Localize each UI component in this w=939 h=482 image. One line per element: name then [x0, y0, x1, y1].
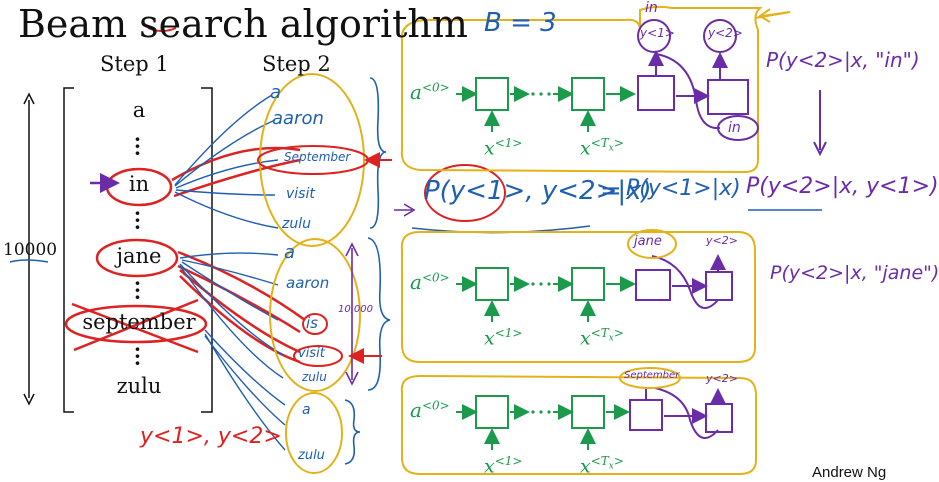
a0-label: a<0>	[410, 398, 450, 422]
step2-word: a	[270, 82, 282, 103]
xT-label: x<Tx>	[580, 136, 624, 160]
step2-word: September	[284, 150, 351, 164]
prob-in: P(y<2>|x, "in")	[766, 48, 920, 72]
vocab-word: in	[128, 172, 150, 196]
september-word: September	[624, 370, 680, 381]
slide: Beam search algorithm B = 3 Step 1 Step …	[3, 0, 939, 481]
step2-word: zulu	[298, 448, 325, 463]
rnn-row-3	[456, 395, 630, 450]
vocab-size-label: 10000	[3, 240, 58, 260]
decoder-row-3	[629, 387, 733, 439]
y2-label: y<2>	[706, 234, 738, 247]
xT-label: x<Tx>	[580, 326, 624, 350]
diagram-canvas	[9, 5, 827, 475]
author-credit: Andrew Ng	[812, 464, 887, 481]
vocab-word: a	[132, 98, 146, 122]
step2-label: Step 2	[262, 52, 331, 76]
y2-label: y<2>	[706, 372, 738, 385]
rnn-row-1	[456, 77, 636, 132]
factor-1: P(y<1>|x)	[626, 176, 741, 201]
equals-sign: =	[600, 176, 622, 206]
jane-word: jane	[634, 234, 662, 249]
step2-word: is	[306, 314, 318, 332]
joint-prob: P(y<1>, y<2>|x)	[424, 176, 652, 206]
yellow-arrow	[758, 8, 791, 23]
step2-braces	[344, 77, 416, 465]
slide-title: Beam search algorithm	[18, 2, 468, 46]
vocab-word: zulu	[116, 374, 162, 398]
step2-word: a	[302, 402, 311, 418]
x1-label: x<1>	[484, 136, 523, 160]
decoder-row-2	[635, 254, 733, 309]
x1-label: x<1>	[484, 454, 523, 478]
rnn-row-2	[456, 267, 636, 322]
step2-word: aaron	[272, 108, 324, 129]
ellipsis-icon: ···	[134, 271, 141, 309]
xT-label: x<Tx>	[580, 454, 624, 478]
step2-word: zulu	[302, 370, 327, 384]
ellipsis-icon: ···	[134, 337, 141, 375]
count-note: 10,000	[338, 304, 373, 315]
vocab-word: september	[82, 310, 196, 334]
step1-label: Step 1	[100, 52, 169, 76]
prob-jane: P(y<2>|x, "jane")	[770, 262, 939, 284]
step2-word: aaron	[286, 274, 330, 292]
vocab-word: jane	[116, 244, 162, 268]
y2-label: y<2>	[708, 26, 743, 40]
factor-2: P(y<2>|x, y<1>)	[746, 174, 939, 199]
decoder-row-1	[637, 19, 827, 157]
step2-word: visit	[286, 186, 315, 202]
ellipsis-icon: ···	[134, 127, 141, 165]
vocab-bracket	[63, 87, 213, 413]
vocab-size-arrow	[9, 92, 49, 406]
in-word: in	[645, 0, 658, 16]
beam-width-note: B = 3	[484, 8, 557, 38]
y1-label: y<1>	[640, 26, 675, 40]
expansion-lines	[174, 94, 286, 451]
a0-label: a<0>	[410, 270, 450, 294]
step2-word: visit	[298, 346, 325, 361]
ellipsis-icon: ···	[134, 201, 141, 239]
word-circles-right	[619, 229, 681, 389]
step2-word: zulu	[282, 216, 311, 232]
x1-label: x<1>	[484, 326, 523, 350]
step2-word: a	[284, 242, 296, 263]
bottom-note: y<1>, y<2>	[140, 424, 282, 449]
a0-label: a<0>	[410, 80, 450, 104]
in-circle-label: in	[728, 120, 741, 136]
